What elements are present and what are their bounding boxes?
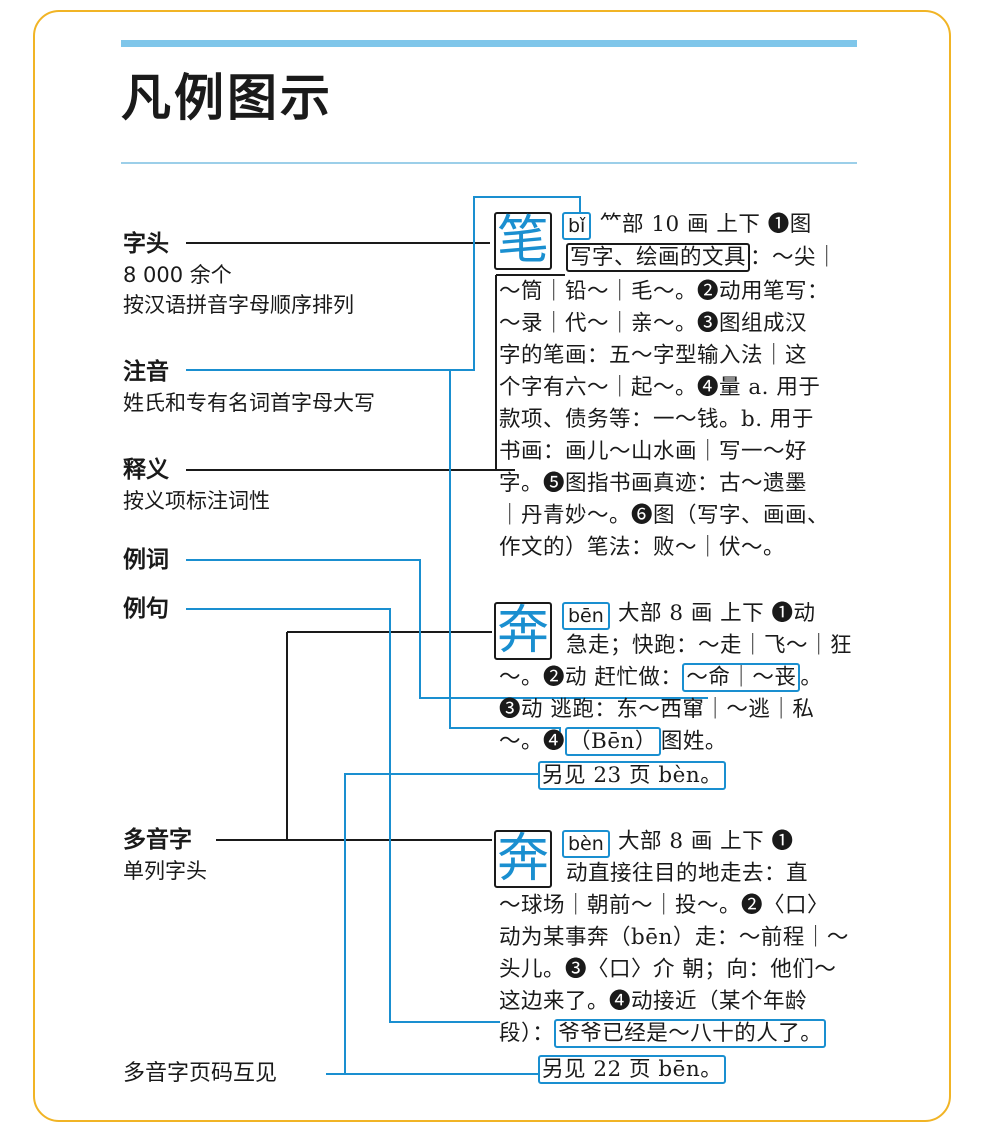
header-rule: [121, 162, 857, 164]
entry3-line8: 另见 22 页 bēn。: [538, 1054, 727, 1086]
label-zhuyin-desc: 姓氏和专有名词首字母大写: [123, 391, 375, 415]
entry3-line6: 这边来了。❹动接近（某个年龄: [499, 989, 808, 1014]
entry2-head-char: 奔: [494, 602, 552, 660]
label-zitou-count: 8 000 余个: [123, 263, 232, 287]
line-lici: [186, 559, 708, 699]
label-zitou: 字头: [123, 231, 169, 257]
label-zhuyin: 注音: [123, 359, 169, 385]
entry1-line6: 个字有六～｜起～。❹量 a. 用于: [499, 375, 821, 400]
entry3-line1: 大部 8 画 上下 ❶: [618, 829, 794, 854]
label-huxian: 多音字页码互见: [123, 1061, 278, 1086]
entry3-line3: ～球场｜朝前～｜投～。❷〈口〉: [499, 893, 830, 918]
line-zhuyin-branch: [449, 370, 561, 732]
line-zhuyin: [186, 196, 581, 371]
label-shiyi: 释义: [123, 457, 169, 483]
entry2-pinyin: bēn: [562, 602, 610, 630]
entry2-line2: 急走；快跑：～走｜飞～｜狂: [566, 633, 853, 658]
label-zitou-order: 按汉语拼音字母顺序排列: [123, 293, 354, 317]
entry2-line1: 大部 8 画 上下 ❶动: [618, 601, 816, 626]
label-lici: 例词: [123, 547, 169, 573]
entry3-line5: 头儿。❸〈口〉介 朝；向：他们～: [499, 957, 837, 982]
label-shiyi-desc: 按义项标注词性: [123, 489, 270, 513]
entry1-line2: 写字、绘画的文具：～尖｜: [566, 242, 838, 274]
entry3-head-char: 奔: [494, 830, 552, 888]
line-huxian-top: [326, 773, 540, 1075]
entry2-line3: ～。❷动 赶忙做：～命｜～丧。: [499, 663, 823, 692]
entry3-line7: 段）：爷爷已经是～八十的人了。: [499, 1018, 827, 1050]
entry3-cross-ref-box: 另见 22 页 bēn。: [538, 1055, 727, 1084]
header-bar: [121, 40, 857, 47]
entry2-example-words-box: ～命｜～丧: [682, 663, 801, 692]
line-liju: [186, 608, 500, 1023]
entry1-line4: ～录｜代～｜亲～。❸图组成汉: [499, 311, 808, 336]
entry1-line10: ｜丹青妙～。❻图（写字、画画、: [499, 503, 830, 528]
entry3-line2: 动直接往目的地走去：直: [566, 861, 809, 886]
entry1-line11: 作文的）笔法：败～｜伏～。: [499, 535, 786, 560]
entry3-example-sentence-box: 爷爷已经是～八十的人了。: [554, 1019, 827, 1048]
entry1-line5: 字的笔画：五～字型输入法｜这: [499, 343, 808, 368]
entry1-line9: 字。❺图指书画真迹：古～遗墨: [499, 471, 808, 496]
entry1-line1: ⺮部 10 画 上下 ❶图: [600, 212, 812, 237]
entry1-head-char: 笔: [494, 212, 552, 270]
label-liju: 例句: [123, 596, 169, 622]
entry1-line8: 书画：画儿～山水画｜写一～好: [499, 439, 808, 464]
entry1-definition-box: 写字、绘画的文具: [566, 243, 751, 272]
entry2-line5: ～。❹（Bēn）图姓。: [499, 727, 727, 756]
page-title: 凡例图示: [121, 69, 333, 127]
label-duoyin-desc: 单列字头: [123, 859, 207, 883]
entry1-line3: ～筒｜铅～｜毛～。❷动用笔写：: [499, 279, 830, 304]
entry2-line6: 另见 23 页 bèn。: [538, 760, 727, 792]
entry2-line4: ❸动 逃跑：东～西窜｜～逃｜私: [499, 697, 815, 722]
entry2-surname-pinyin-box: （Bēn）: [565, 727, 661, 756]
entry3-pinyin: bèn: [562, 830, 610, 858]
label-duoyin: 多音字: [123, 827, 192, 853]
entry3-line4: 动为某事奔（bēn）走：～前程｜～: [499, 925, 849, 950]
entry2-cross-ref-box: 另见 23 页 bèn。: [538, 761, 727, 790]
entry1-pinyin: bǐ: [562, 212, 592, 240]
entry1-line7: 款项、债务等：一～钱。b. 用于: [499, 407, 814, 432]
page-frame: [33, 10, 951, 1122]
